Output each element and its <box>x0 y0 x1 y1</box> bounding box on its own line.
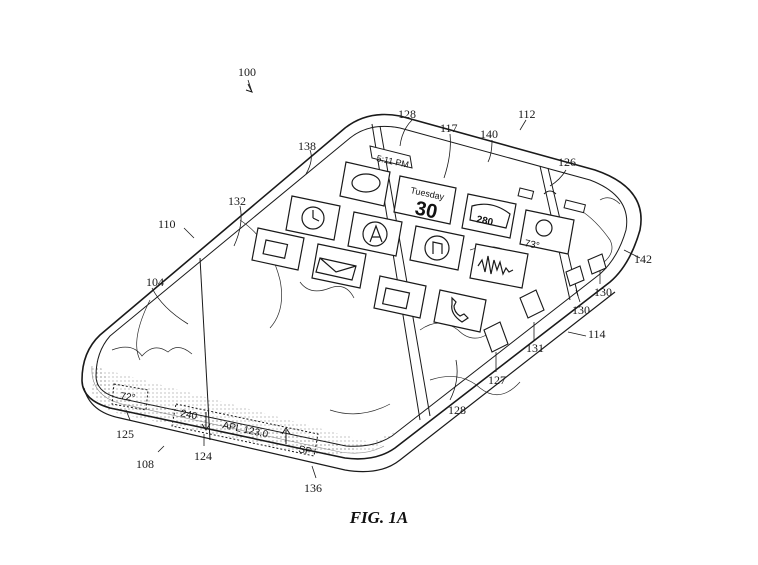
edge-volume: 240 <box>179 408 198 422</box>
ref-117: 117 <box>440 121 458 135</box>
edge-index: SP <box>297 444 313 458</box>
ref-126: 126 <box>558 155 576 169</box>
edge-temperature: 72° <box>120 391 137 404</box>
maps-app-icon: 280 <box>461 193 517 239</box>
side-icon-127 <box>483 321 509 353</box>
ref-138: 138 <box>298 139 316 153</box>
ref-142: 142 <box>634 252 652 266</box>
app-icon-grid: Tuesday 30 280 73° <box>251 161 575 333</box>
band-far-left <box>199 257 211 441</box>
leader-lines <box>125 79 641 479</box>
ref-124: 124 <box>194 449 212 463</box>
ref-140: 140 <box>480 127 498 141</box>
ref-136: 136 <box>304 481 322 495</box>
ref-104: 104 <box>146 275 164 289</box>
video-app-icon <box>251 227 305 271</box>
ref-125: 125 <box>116 427 134 441</box>
clock-app-icon <box>285 195 341 241</box>
calendar-app-icon: Tuesday 30 <box>393 175 457 225</box>
calendar-date: 30 <box>413 197 439 223</box>
ref-108: 108 <box>136 457 154 471</box>
volume-field-box <box>171 403 319 457</box>
ref-128-bottom: 128 <box>448 403 466 417</box>
side-controls <box>483 253 607 353</box>
side-button-a <box>565 265 585 287</box>
side-icon-131 <box>519 289 545 319</box>
device-bottom-edge <box>83 291 616 473</box>
appstore-app-icon <box>347 211 403 257</box>
weather-temp: 73° <box>523 238 540 252</box>
ref-130-a: 130 <box>594 285 612 299</box>
weather-app-icon: 73° <box>519 209 575 255</box>
voice-memo-app-icon <box>469 243 529 289</box>
phone-app-icon <box>433 289 487 333</box>
side-button-b <box>587 253 607 275</box>
ref-128-top: 128 <box>398 107 416 121</box>
ref-130-b: 130 <box>572 303 590 317</box>
ref-100: 100 <box>238 65 256 79</box>
arrow-100 <box>245 83 253 93</box>
edge-display-band <box>91 365 385 454</box>
mail-app-icon <box>311 243 367 289</box>
ref-110: 110 <box>158 217 176 231</box>
messages-app-icon <box>339 161 391 207</box>
highway-number: 280 <box>475 214 494 228</box>
status-icons <box>517 187 587 214</box>
reference-numerals: 100 128 117 140 112 138 126 132 110 104 … <box>116 65 652 495</box>
ref-132: 132 <box>228 194 246 208</box>
camera-app-icon <box>373 275 427 319</box>
ref-114: 114 <box>588 327 606 341</box>
figure-caption: FIG. 1A <box>349 508 409 527</box>
ref-112: 112 <box>518 107 536 121</box>
music-app-icon <box>409 225 465 271</box>
ref-131: 131 <box>526 341 544 355</box>
ref-127: 127 <box>488 373 506 387</box>
